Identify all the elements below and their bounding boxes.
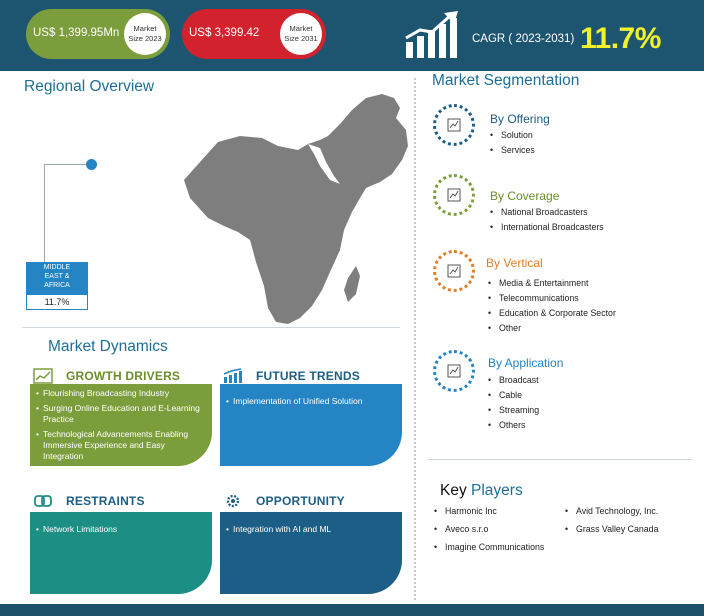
application-list: Broadcast Cable Streaming Others	[488, 373, 539, 433]
market-segmentation-title: Market Segmentation	[432, 72, 580, 89]
middle-east-africa-map	[184, 94, 408, 324]
future-trends-title: FUTURE TRENDS	[256, 369, 360, 383]
restraints-list: Network Limitations	[36, 524, 206, 535]
growth-drivers-title: GROWTH DRIVERS	[66, 369, 181, 383]
list-item: Flourishing Broadcasting Industry	[36, 388, 206, 399]
vertical-icon	[433, 250, 475, 292]
restraints-header: RESTRAINTS	[32, 492, 145, 510]
list-item: Grass Valley Canada	[565, 520, 658, 538]
segmentation-divider	[428, 459, 692, 460]
region-label: MIDDLE EAST & AFRICA	[26, 262, 88, 294]
list-item: Others	[488, 418, 539, 433]
regional-divider	[22, 327, 400, 328]
list-item: Surging Online Education and E-Learning …	[36, 403, 206, 425]
offering-icon	[433, 104, 475, 146]
cagr-label: CAGR ( 2023-2031)	[472, 33, 575, 45]
offering-list: Solution Services	[490, 128, 535, 158]
key-players-col1: Harmonic Inc Aveco s.r.o Imagine Communi…	[434, 502, 544, 556]
list-item: Imagine Communications	[434, 538, 544, 556]
cagr-value: 11.7%	[580, 22, 661, 55]
growth-drivers-header: GROWTH DRIVERS	[32, 367, 180, 385]
market-size-2023-value: US$ 1,399.95Mn	[33, 27, 120, 39]
link-icon	[32, 492, 54, 510]
list-item: Harmonic Inc	[434, 502, 544, 520]
list-item: Media & Entertainment	[488, 276, 616, 291]
growth-drivers-list: Flourishing Broadcasting Industry Surgin…	[36, 388, 206, 462]
market-size-2023-badge: Market Size 2023	[124, 13, 166, 55]
vertical-list: Media & Entertainment Telecommunications…	[488, 276, 616, 336]
by-coverage-title: By Coverage	[490, 189, 560, 203]
region-marker-dot[interactable]	[86, 159, 97, 170]
key-players-title-key: Key	[440, 482, 467, 499]
document-chart-icon	[32, 367, 54, 385]
trend-chart-icon	[222, 367, 244, 385]
footer-bar	[0, 604, 704, 616]
by-vertical-title: By Vertical	[486, 256, 543, 270]
regional-overview-title: Regional Overview	[24, 78, 155, 95]
restraints-card: Network Limitations	[30, 512, 212, 594]
application-icon	[433, 350, 475, 392]
list-item: Streaming	[488, 403, 539, 418]
list-item: Avid Technology, Inc.	[565, 502, 658, 520]
growth-drivers-card: Flourishing Broadcasting Industry Surgin…	[30, 384, 212, 466]
coverage-list: National Broadcasters International Broa…	[490, 205, 604, 235]
list-item: Aveco s.r.o	[434, 520, 544, 538]
list-item: Telecommunications	[488, 291, 616, 306]
coverage-icon	[433, 174, 475, 216]
restraints-title: RESTRAINTS	[66, 494, 145, 508]
list-item: International Broadcasters	[490, 220, 604, 235]
future-trends-card: Implementation of Unified Solution	[220, 384, 402, 466]
header-banner: US$ 1,399.95Mn Market Size 2023 US$ 3,39…	[0, 0, 704, 71]
region-cagr-value: 11.7%	[26, 294, 88, 310]
opportunity-title: OPPORTUNITY	[256, 494, 345, 508]
opportunity-card: Integration with AI and ML	[220, 512, 402, 594]
by-offering-title: By Offering	[490, 112, 550, 126]
key-players-title: Key Players	[440, 482, 523, 500]
list-item: Services	[490, 143, 535, 158]
future-trends-list: Implementation of Unified Solution	[226, 396, 396, 407]
future-trends-header: FUTURE TRENDS	[222, 367, 360, 385]
list-item: Other	[488, 321, 616, 336]
list-item: Technological Advancements Enabling Imme…	[36, 429, 206, 462]
market-size-2031-badge: Market Size 2031	[280, 13, 322, 55]
gear-icon	[222, 492, 244, 510]
growth-chart-icon	[405, 11, 458, 58]
list-item: Broadcast	[488, 373, 539, 388]
market-size-2023-pill: US$ 1,399.95Mn Market Size 2023	[26, 9, 170, 59]
market-size-2031-value: US$ 3,399.42	[189, 27, 260, 39]
by-application-title: By Application	[488, 356, 564, 370]
list-item: Integration with AI and ML	[226, 524, 396, 535]
list-item: Network Limitations	[36, 524, 206, 535]
list-item: Solution	[490, 128, 535, 143]
market-dynamics-title: Market Dynamics	[48, 338, 168, 355]
region-connector-line	[44, 164, 91, 264]
market-size-2031-pill: US$ 3,399.42 Market Size 2031	[182, 9, 326, 59]
list-item: National Broadcasters	[490, 205, 604, 220]
vertical-divider	[414, 78, 416, 600]
key-players-title-rest: Players	[466, 482, 523, 499]
key-players-col2: Avid Technology, Inc. Grass Valley Canad…	[565, 502, 658, 538]
list-item: Cable	[488, 388, 539, 403]
opportunity-list: Integration with AI and ML	[226, 524, 396, 535]
opportunity-header: OPPORTUNITY	[222, 492, 345, 510]
list-item: Education & Corporate Sector	[488, 306, 616, 321]
list-item: Implementation of Unified Solution	[226, 396, 396, 407]
